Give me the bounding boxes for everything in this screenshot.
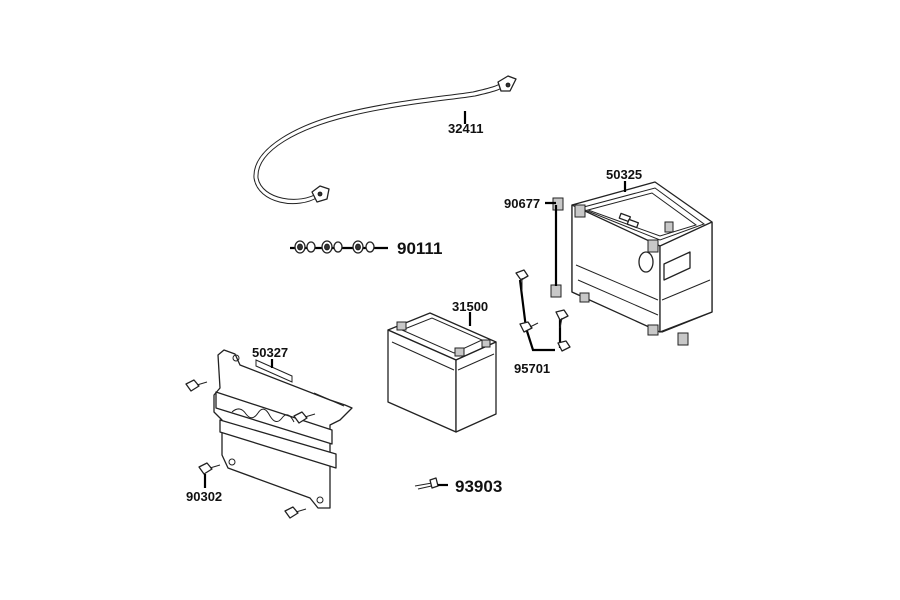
part-label-90677: 90677 [504, 196, 540, 211]
part-label-90302: 90302 [186, 489, 222, 504]
bracket-plate-50327 [213, 349, 353, 509]
part-label-95701: 95701 [514, 361, 550, 376]
screw-set-90111 [290, 240, 388, 254]
part-label-50325: 50325 [606, 167, 642, 182]
part-label-93903: 93903 [455, 477, 502, 496]
clip-nut-90677 [545, 197, 689, 346]
screw-set-90302 [185, 379, 316, 519]
battery-box-50325 [571, 181, 713, 336]
bolt-set-95701 [515, 269, 571, 352]
part-label-31500: 31500 [452, 299, 488, 314]
part-label-90111: 90111 [397, 239, 442, 258]
part-label-32411: 32411 [448, 121, 483, 136]
battery-31500 [387, 312, 497, 433]
battery-cable-32411 [253, 75, 517, 205]
cable-tie-93903 [414, 477, 448, 490]
part-label-50327: 50327 [252, 345, 288, 360]
